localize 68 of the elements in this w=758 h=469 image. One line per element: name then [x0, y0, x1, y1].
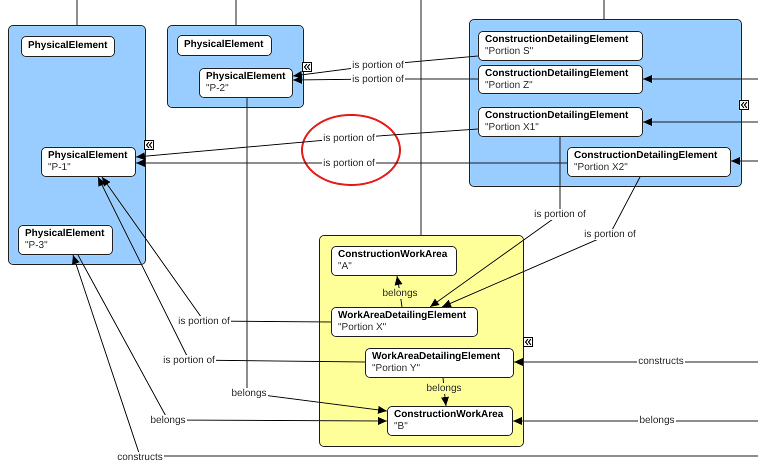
element-box	[478, 107, 643, 137]
element-box	[41, 147, 136, 177]
element-box	[478, 65, 643, 94]
group-panel	[8, 25, 146, 265]
element-name: "P-1"	[48, 162, 72, 174]
edge-label: is portion of	[351, 74, 405, 84]
edge-label: constructs	[116, 452, 164, 462]
element-type: PhysicalElement	[184, 39, 264, 51]
element-type: PhysicalElement	[206, 71, 286, 83]
arrow	[642, 75, 758, 83]
arrow	[442, 176, 640, 308]
element-type: ConstructionWorkArea	[338, 249, 448, 261]
element-name: "Portion X"	[338, 322, 388, 334]
arrow	[72, 254, 758, 456]
element-box	[365, 348, 514, 378]
element-name: "A"	[338, 261, 353, 273]
element-type: ConstructionDetailingElement	[574, 150, 718, 162]
group-panel	[167, 25, 304, 108]
element-type: ConstructionDetailingElement	[485, 110, 630, 122]
element-type: WorkAreaDetailingElement	[372, 351, 502, 363]
element-box	[567, 147, 731, 177]
element-box	[199, 68, 293, 98]
edge-label: is portion of	[177, 316, 231, 326]
element-type: ConstructionDetailingElement	[485, 68, 630, 80]
arrow	[78, 254, 388, 425]
arrow	[730, 157, 758, 165]
element-box	[331, 307, 478, 337]
edge-label: is portion of	[533, 208, 587, 220]
edge-label: belongs	[230, 388, 268, 398]
edge-label: is portion of	[322, 158, 376, 168]
element-type: PhysicalElement	[28, 40, 108, 52]
element-type: PhysicalElement	[25, 228, 106, 240]
element-box	[478, 31, 643, 61]
element-type: ConstructionWorkArea	[394, 409, 504, 421]
element-box	[331, 246, 457, 276]
element-name: "Portion X1"	[485, 122, 540, 134]
edge-label: belongs	[638, 414, 676, 426]
element-type: ConstructionDetailingElement	[485, 34, 630, 46]
element-type: WorkAreaDetailingElement	[338, 310, 468, 322]
edge-label: belongs	[425, 382, 463, 394]
group-panel	[319, 235, 524, 447]
element-box	[387, 406, 513, 436]
arrow	[246, 98, 388, 414]
edge-label: constructs	[637, 356, 685, 366]
element-box	[18, 225, 113, 255]
element-name: "Portion X2"	[574, 162, 629, 174]
edge-label: is portion of	[162, 354, 216, 366]
arrow	[430, 136, 560, 308]
edge-label: is portion of	[583, 228, 637, 240]
element-name: "Portion Z"	[485, 80, 534, 92]
element-name: "B"	[394, 421, 409, 433]
element-name: "Portion Y"	[372, 363, 422, 375]
arrow	[102, 176, 332, 322]
element-box	[21, 36, 115, 57]
edge-label: is portion of	[351, 60, 405, 70]
element-name: "P-3"	[25, 240, 49, 252]
connector-line	[420, 0, 422, 236]
group-panel	[469, 19, 742, 187]
arrow	[642, 118, 758, 126]
element-name: "P-2"	[206, 83, 230, 95]
element-name: "Portion S"	[485, 46, 534, 58]
arrow	[98, 176, 366, 362]
edge-label: belongs	[381, 288, 419, 298]
edge-label: belongs	[149, 414, 187, 426]
edge-label: is portion of	[322, 132, 376, 144]
element-box	[177, 35, 272, 56]
element-type: PhysicalElement	[48, 150, 128, 162]
connector-line	[76, 0, 78, 26]
